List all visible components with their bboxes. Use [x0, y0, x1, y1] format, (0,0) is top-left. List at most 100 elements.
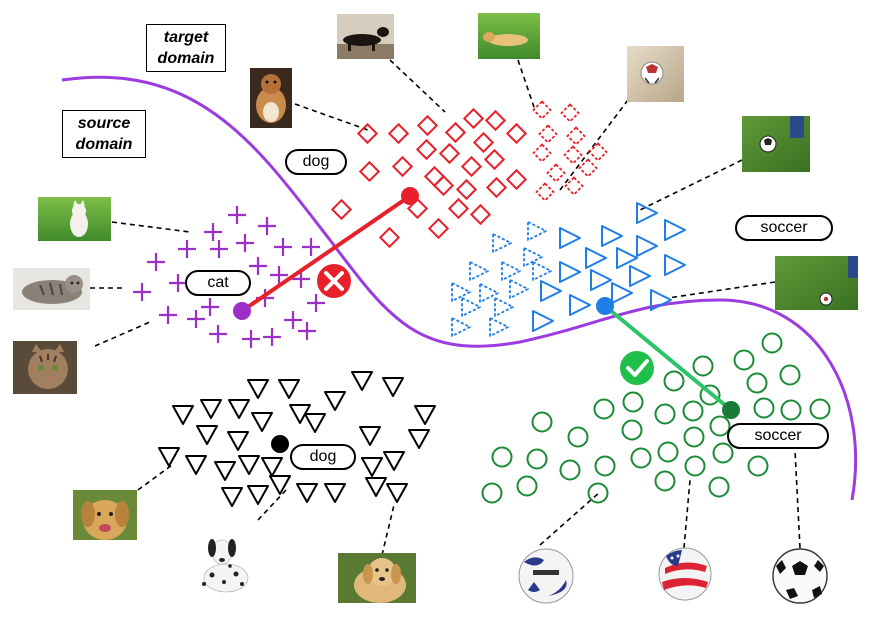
dog-target-point: [423, 165, 446, 188]
cat-point: [169, 274, 187, 292]
dog-source-point: [261, 457, 283, 477]
dog-source-point: [278, 379, 300, 399]
white-kitten-photo: [38, 197, 111, 241]
dog-target-dashed-cluster: [532, 100, 608, 202]
soccer-source-point: [622, 391, 644, 413]
soccer-target-dashed-cluster: [451, 221, 552, 337]
cat-point: [133, 283, 151, 301]
dog-target-point: [455, 178, 478, 201]
dog-target-point: [505, 168, 528, 191]
cat-point: [204, 223, 222, 241]
soccer-source-point: [559, 459, 581, 481]
cat-prototype: [233, 302, 251, 320]
cat-cluster: [133, 206, 325, 348]
dog-target-point: [378, 226, 401, 249]
soccer-target-point: [636, 202, 658, 224]
dog-source-point: [158, 447, 180, 467]
cat-point: [147, 253, 165, 271]
cat-point: [274, 238, 292, 256]
soccer-source-point: [594, 455, 616, 477]
soccer-target-point: [636, 235, 658, 257]
soccer-target-dashed-point: [492, 233, 512, 253]
classic-soccer-ball-photo: [772, 548, 828, 604]
cat-point: [187, 310, 205, 328]
soccer-source-point: [753, 397, 775, 419]
tabby-cat-face-photo: [13, 341, 77, 394]
correct-match-line: [603, 304, 733, 412]
dog-source-point: [247, 485, 269, 505]
soccer-source-point: [531, 411, 553, 433]
dog-target-point: [460, 155, 483, 178]
soccer-source-point: [621, 419, 643, 441]
soccer-target-prototype: [596, 297, 614, 315]
cat-point: [307, 294, 325, 312]
cat-point: [258, 217, 276, 235]
target-domain-line-1: target: [163, 29, 209, 46]
field-soccer-ball-photo: [775, 256, 858, 310]
dog-target-dashed-point: [588, 142, 608, 162]
dog-source-class-label: dog: [290, 444, 356, 470]
soccer-source-point: [683, 426, 705, 448]
cat-point: [242, 330, 260, 348]
wrong-match-line: [240, 194, 412, 313]
source-domain-line-2: domain: [75, 136, 133, 153]
dog-target-dashed-point: [563, 145, 583, 165]
soccer-source-point: [733, 349, 755, 371]
soccer-source-point: [630, 447, 652, 469]
soccer-source-point: [709, 415, 731, 437]
cat-point: [302, 238, 320, 256]
player-soccer-photo: [742, 116, 810, 172]
soccer-source-point: [747, 455, 769, 477]
soccer-source-point: [779, 364, 801, 386]
soccer-source-point: [654, 403, 676, 425]
soccer-target-point: [590, 269, 612, 291]
dog-source-point: [172, 405, 194, 425]
soccer-source-point: [663, 370, 685, 392]
dog-source-point: [383, 451, 405, 471]
soccer-target-dashed-point: [469, 261, 489, 281]
flag-ball-photo: [658, 547, 712, 601]
source-domain-line-1: source: [77, 115, 131, 132]
soccer-target-point: [559, 227, 581, 249]
soccer-target-dashed-point: [461, 297, 481, 317]
soccer-source-point: [491, 446, 513, 468]
soccer-target-dashed-point: [451, 317, 471, 337]
dog-target-point: [472, 131, 495, 154]
dog-target-class-label: dog: [285, 149, 347, 175]
dog-target-point: [483, 148, 506, 171]
dog-target-dashed-point: [538, 124, 558, 144]
dog-target-point: [447, 197, 470, 220]
dog-target-point: [484, 109, 507, 132]
soccer-target-class-label: soccer: [735, 215, 833, 241]
soccer-source-point: [809, 398, 831, 420]
dog-target-point: [444, 121, 467, 144]
dog-target-point: [358, 160, 381, 183]
soccer-source-point: [712, 442, 734, 464]
dog-source-point: [304, 413, 326, 433]
dog-source-point: [296, 483, 318, 503]
dog-target-point: [391, 155, 414, 178]
soccer-target-dashed-point: [451, 282, 471, 302]
dog-source-point: [238, 455, 260, 475]
cat-point: [236, 234, 254, 252]
soccer-source-cluster: [481, 332, 831, 504]
cat-point: [249, 257, 267, 275]
dog-target-point: [416, 114, 439, 137]
soccer-target-point: [601, 225, 623, 247]
tabby-cat-photo: [13, 268, 90, 310]
check-badge-icon: [620, 351, 654, 385]
soccer-source-point: [567, 426, 589, 448]
soccer-target-dashed-point: [509, 279, 529, 299]
dog-source-point: [359, 426, 381, 446]
soccer-target-point: [569, 294, 591, 316]
dog-target-dashed-point: [532, 143, 552, 163]
cat-point: [210, 240, 228, 258]
dog-target-dashed-point: [546, 163, 566, 183]
dog-target-point: [485, 176, 508, 199]
cross-badge-icon: [317, 264, 351, 298]
dog-target-dashed-point: [560, 103, 580, 123]
soccer-target-dashed-point: [479, 283, 499, 303]
dog-source-point: [221, 487, 243, 507]
